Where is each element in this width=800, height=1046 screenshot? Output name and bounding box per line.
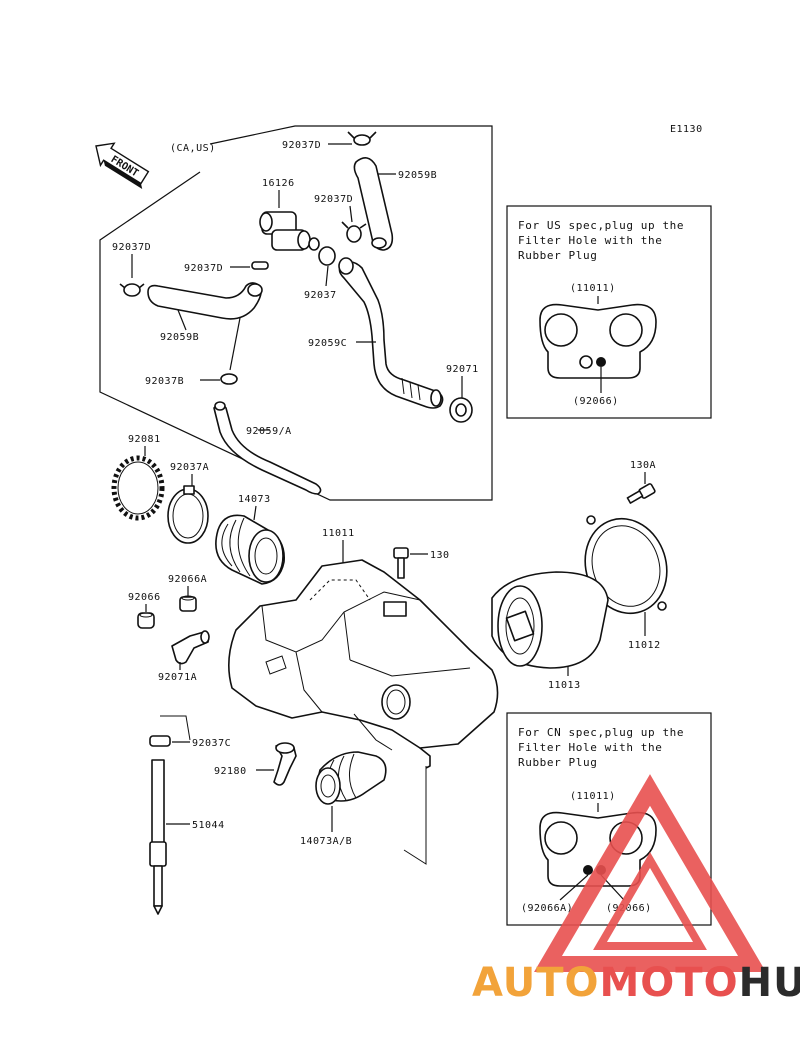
label-92071: 92071 [446, 364, 479, 375]
us-note-line-2: Filter Hole with the [518, 234, 662, 247]
us-note-line-1: For US spec,plug up the [518, 219, 684, 232]
cn-note-line-2: Filter Hole with the [518, 741, 662, 754]
label-14073: 14073 [238, 494, 271, 505]
bolt-130: 130 [393, 547, 450, 579]
leader-drain [403, 766, 427, 865]
label-92037: 92037 [304, 290, 337, 301]
pipe-92059a: 92059/A [213, 401, 322, 495]
label-92059a: 92059/A [246, 426, 292, 437]
gasket-11012: 11012 [584, 515, 668, 651]
label-92037d-left: 92037D [112, 242, 151, 253]
label-92066a: 92066A [168, 574, 207, 585]
automotohub-watermark-logo: AUTOMOTOHUB [472, 774, 800, 1006]
label-92059c: 92059C [308, 338, 347, 349]
spring-92081: 92081 [111, 434, 165, 521]
label-130: 130 [430, 550, 450, 561]
watermark-auto: AUTO [472, 960, 600, 1006]
hose-92059b-right: 92059B [353, 157, 437, 251]
label-92081: 92081 [128, 434, 161, 445]
bolt-130a: 130A [626, 460, 656, 504]
label-11012: 11012 [628, 640, 661, 651]
us-rubber-plug [596, 357, 606, 367]
plug-92066: 92066 [128, 592, 161, 629]
ca-us-region-box: (CA,US) [99, 125, 493, 501]
us-plug-label: (92066) [573, 396, 619, 407]
drain-tube-51044: 51044 [149, 759, 225, 915]
front-arrow-icon: FRONT [95, 142, 150, 190]
cn-part-label: (11011) [570, 791, 616, 802]
label-92180: 92180 [214, 766, 247, 777]
duct-14073: 14073 [215, 494, 285, 585]
svg-text:AUTOMOTOHUB: AUTOMOTOHUB [472, 960, 800, 1006]
filter-11013: 11013 [491, 571, 609, 691]
clip-92037d-top: 92037D [282, 131, 377, 151]
plug-92066a: 92066A [168, 574, 207, 612]
label-92037d-mid: 92037D [314, 194, 353, 205]
label-51044: 51044 [192, 820, 225, 831]
label-130a: 130A [630, 460, 656, 471]
elbow-92180: 92180 [214, 742, 297, 786]
cn-note-line-1: For CN spec,plug up the [518, 726, 684, 739]
label-92037a: 92037A [170, 462, 209, 473]
cn-plug-label-a: (92066A) [521, 903, 573, 914]
watermark-hub: HUB [739, 960, 800, 1006]
label-11011: 11011 [322, 528, 355, 539]
us-note-line-3: Rubber Plug [518, 249, 597, 262]
clamp-92037a: 92037A [167, 462, 209, 544]
clip-92037d-small: 92037D [184, 261, 269, 274]
label-92037d-small: 92037D [184, 263, 223, 274]
clip-92037d-left: 92037D [112, 242, 151, 297]
watermark-moto: MOTO [600, 960, 739, 1006]
label-11013: 11013 [548, 680, 581, 691]
label-92066: 92066 [128, 592, 161, 603]
clip-92037b: 92037B [145, 317, 241, 387]
label-16126: 16126 [262, 178, 295, 189]
label-92059b-left: 92059B [160, 332, 199, 343]
label-14073ab: 14073A/B [300, 836, 352, 847]
label-92071a: 92071A [158, 672, 197, 683]
diagram-code: E1130 [670, 124, 703, 135]
valve-16126: 16126 [259, 178, 320, 251]
us-spec-note: For US spec,plug up the Filter Hole with… [506, 205, 712, 419]
cn-plug-label-b: (92066) [606, 903, 652, 914]
cn-rubber-plug-a [583, 865, 593, 875]
label-92037d-top: 92037D [282, 140, 321, 151]
hose-92059c: 92059C [308, 257, 444, 409]
clamp-92037: 92037 [304, 246, 337, 301]
elbow-92071a: 92071A [158, 630, 210, 683]
air-box-11011: 11011 [228, 528, 499, 769]
duct-14073ab: 14073A/B [300, 713, 393, 847]
label-92037b: 92037B [145, 376, 184, 387]
cn-note-line-3: Rubber Plug [518, 756, 597, 769]
us-part-label: (11011) [570, 283, 616, 294]
label-92037c: 92037C [192, 738, 231, 749]
region-label: (CA,US) [170, 143, 216, 154]
clip-92037d-mid: 92037D [314, 194, 367, 243]
grommet-92071: 92071 [446, 364, 479, 423]
clip-92037c: 92037C [149, 715, 231, 749]
cn-spec-note: For CN spec,plug up the Filter Hole with… [506, 712, 712, 926]
label-92059b-right: 92059B [398, 170, 437, 181]
hose-92059b-left: 92059B [147, 282, 263, 343]
